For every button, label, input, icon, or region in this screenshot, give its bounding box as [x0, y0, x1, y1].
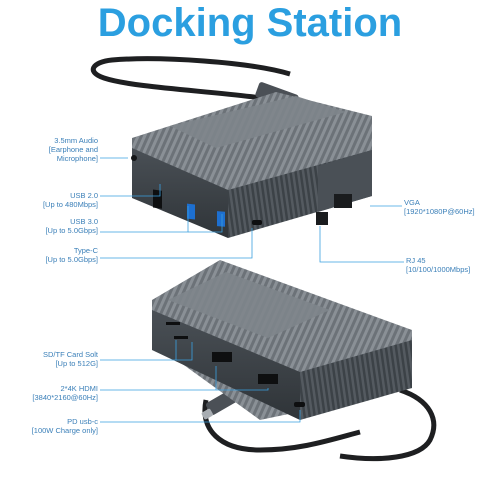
callout-pd-sub: [100W Charge only] — [31, 426, 98, 435]
callout-typec: Type-C [Up to 5.0Gbps] — [6, 246, 98, 264]
bottom-unit-front-face — [152, 310, 300, 420]
bottom-cable — [202, 399, 361, 453]
bottom-callout-lines — [100, 340, 301, 423]
top-unit-center-band — [170, 96, 346, 148]
usb20-port — [153, 189, 162, 209]
callout-usb20: USB 2.0 [Up to 480Mbps] — [6, 191, 98, 209]
bottom-unit-center-band — [168, 272, 330, 338]
callout-usb30-sub: [Up to 5.0Gbps] — [45, 226, 98, 235]
callout-rj45-sub: [10/100/1000Mbps] — [406, 265, 471, 274]
callout-audio-sub2: Microphone] — [56, 154, 98, 163]
page-title: Docking Station — [97, 1, 403, 45]
callout-hdmi-name: 2*4K HDMI — [60, 384, 98, 393]
rj45-port — [316, 212, 328, 225]
vga-port — [334, 194, 352, 208]
callout-hdmi: 2*4K HDMI [3840*2160@60Hz] — [6, 384, 98, 402]
callout-pd: PD usb-c [100W Charge only] — [6, 417, 98, 435]
bottom-cable-2 — [339, 387, 437, 462]
callout-usb20-sub: [Up to 480Mbps] — [42, 200, 98, 209]
hdmi-port-2 — [258, 374, 278, 384]
callout-rj45-name: RJ 45 — [406, 256, 426, 265]
callout-vga: VGA [1920*1080P@60Hz] — [404, 198, 498, 216]
callout-sd-tf-name: SD/TF Card Solt — [42, 350, 98, 359]
usb30-port-2 — [217, 211, 225, 227]
audio-port — [131, 155, 137, 161]
callout-usb30-name: USB 3.0 — [70, 217, 98, 226]
callout-vga-sub: [1920*1080P@60Hz] — [404, 207, 475, 216]
callout-usb30: USB 3.0 [Up to 5.0Gbps] — [6, 217, 98, 235]
callout-hdmi-sub: [3840*2160@60Hz] — [32, 393, 98, 402]
hdmi-port-1 — [212, 352, 232, 362]
callout-sd-tf-sub: [Up to 512G] — [55, 359, 98, 368]
callout-sd-tf: SD/TF Card Solt [Up to 512G] — [6, 350, 98, 368]
callout-audio: 3.5mm Audio [Earphone and Microphone] — [6, 136, 98, 163]
callout-typec-sub: [Up to 5.0Gbps] — [45, 255, 98, 264]
bottom-unit-right-face — [300, 340, 412, 420]
top-callout-lines — [100, 157, 404, 263]
callout-vga-name: VGA — [404, 198, 420, 207]
callout-usb20-name: USB 2.0 — [70, 191, 98, 200]
top-cable — [90, 56, 293, 107]
callout-audio-sub: [Earphone and — [48, 145, 98, 154]
callout-typec-name: Type-C — [73, 246, 98, 255]
tf-slot — [174, 336, 188, 339]
callout-pd-name: PD usb-c — [67, 417, 98, 426]
typec-port — [252, 220, 262, 225]
top-unit-right-end — [318, 150, 372, 212]
callout-rj45: RJ 45 [10/100/1000Mbps] — [406, 256, 498, 274]
callout-audio-name: 3.5mm Audio — [54, 136, 98, 145]
usb30-port-1 — [187, 203, 195, 220]
sd-slot — [166, 322, 180, 325]
pd-usbc-port — [294, 402, 305, 407]
top-unit-front-face — [132, 148, 228, 238]
bottom-usbc-tip — [201, 408, 213, 420]
